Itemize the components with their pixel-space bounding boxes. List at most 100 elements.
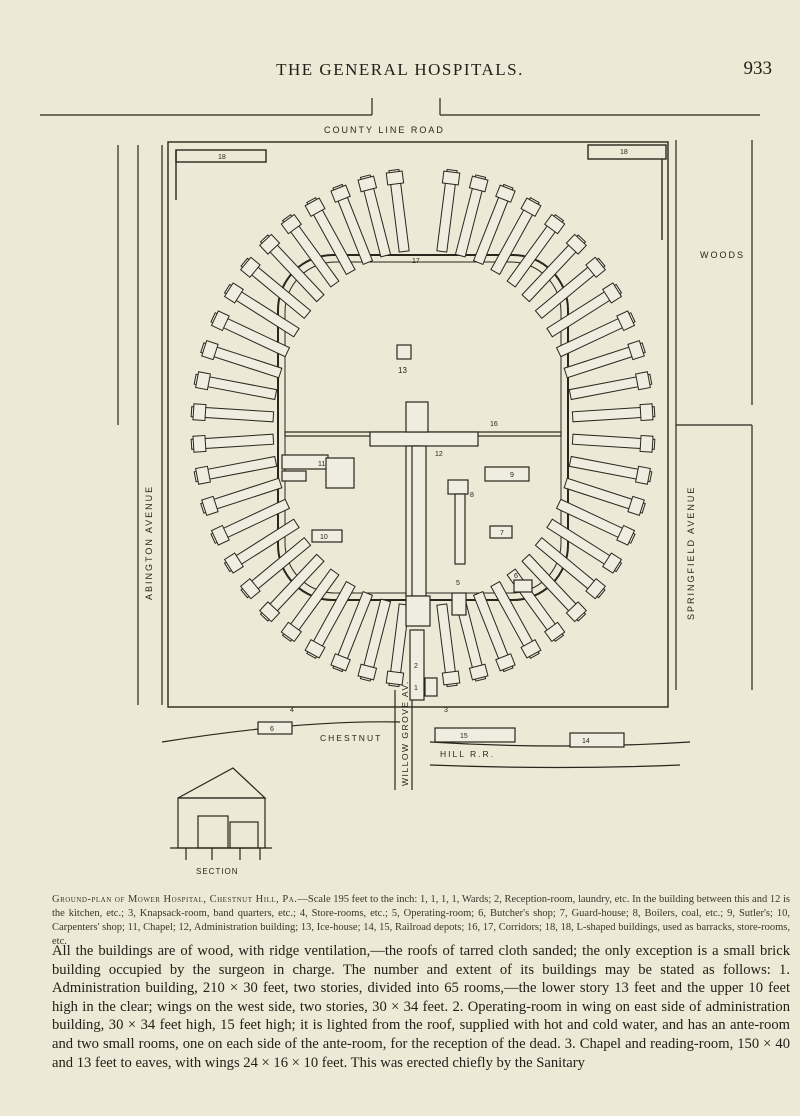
num-1: 1 [414, 685, 418, 692]
ward-end-block [223, 552, 244, 574]
num-4: 4 [290, 707, 294, 714]
ward-building [571, 433, 656, 450]
ward-building [210, 312, 291, 358]
ward-end-block [223, 282, 244, 304]
num-5: 5 [456, 580, 460, 587]
num-12: 12 [435, 451, 443, 458]
ward-end-block [258, 233, 281, 255]
num-7: 7 [500, 530, 504, 537]
ward-building [534, 536, 606, 599]
ward-end-block [639, 434, 654, 453]
chestnut-hill-rr-label: CHESTNUT [320, 733, 382, 743]
ward-building [388, 603, 410, 688]
ward-end-block [468, 663, 489, 681]
ward-building [190, 433, 275, 450]
ward-building [223, 283, 300, 338]
section-drawing [170, 767, 272, 860]
ward-end-block [602, 282, 623, 304]
ward-end-block [330, 184, 351, 203]
ward-end-block [280, 213, 303, 235]
ward-end-block [385, 670, 405, 686]
ward-building [240, 536, 312, 599]
ward-building [506, 214, 565, 288]
ward-end-block [543, 621, 566, 643]
num-15: 15 [460, 733, 468, 740]
ward-building [200, 342, 283, 379]
ward-building [281, 568, 340, 642]
ward-end-block [639, 403, 654, 422]
caption-lead: Ground-plan of Mower Hospital, Chestnut … [52, 894, 298, 905]
ward-building [568, 373, 653, 401]
ward-end-block [239, 577, 261, 600]
ward-building [490, 580, 540, 659]
ward-building [521, 553, 587, 622]
ward-end-block [616, 524, 636, 546]
ward-end-block [258, 601, 281, 623]
ward-end-block [543, 213, 566, 235]
willow-grove-av-label: WILLOW GROVE AV. [400, 680, 410, 786]
ward-building [332, 591, 374, 673]
caption-text: —Scale 195 feet to the inch: 1, 1, 1, 1,… [52, 894, 790, 947]
ward-building [190, 406, 275, 423]
num-9: 9 [510, 472, 514, 479]
county-line-road-label: COUNTY LINE ROAD [324, 125, 445, 135]
ward-end-block [585, 577, 607, 600]
ward-building [259, 234, 325, 303]
num-10: 10 [320, 534, 328, 541]
ward-end-block [602, 552, 623, 574]
ward-building [563, 477, 646, 514]
ward-building [454, 174, 487, 258]
ward-building [555, 312, 636, 358]
ward-end-block [304, 197, 326, 217]
ward-end-block [565, 233, 588, 255]
hospital-ground-plan: COUNTY LINE ROAD ABINGTON AVENUE SPRINGF… [40, 98, 760, 876]
ward-building [281, 214, 340, 288]
running-title: THE GENERAL HOSPITALS. [276, 60, 524, 79]
ward-end-block [635, 371, 651, 391]
ward-building [223, 518, 300, 573]
num-8: 8 [470, 492, 474, 499]
ward-end-block [565, 601, 588, 623]
ward-end-block [195, 465, 211, 485]
ward-end-block [616, 310, 636, 332]
ward-end-block [520, 197, 542, 217]
ward-end-block [210, 524, 230, 546]
ward-building [546, 283, 623, 338]
num-6b: 6 [270, 726, 274, 733]
ward-end-block [201, 340, 219, 361]
ward-end-block [304, 639, 326, 659]
ward-end-block [585, 256, 607, 279]
figure-caption: Ground-plan of Mower Hospital, Chestnut … [52, 893, 790, 949]
ward-building [568, 455, 653, 483]
num-17: 17 [412, 258, 420, 265]
ward-building [472, 183, 514, 265]
ward-building [332, 183, 374, 265]
ward-end-block [192, 403, 207, 422]
ward-end-block [627, 340, 645, 361]
ward-building [436, 168, 458, 253]
ward-end-block [239, 256, 261, 279]
num-2: 2 [414, 663, 418, 670]
ward-building [555, 498, 636, 544]
ward-building [472, 591, 514, 673]
num-3: 3 [444, 707, 448, 714]
ward-building [388, 168, 410, 253]
ward-end-block [468, 175, 489, 193]
ward-end-block [627, 495, 645, 516]
ward-building [210, 498, 291, 544]
num-18-right: 18 [620, 149, 628, 156]
num-13: 13 [398, 366, 407, 375]
ward-building [359, 598, 392, 682]
ward-end-block [495, 184, 516, 203]
ward-building [436, 603, 458, 688]
ward-end-block [192, 434, 207, 453]
ward-building [259, 553, 325, 622]
woods-label: WOODS [700, 250, 745, 260]
ward-end-block [280, 621, 303, 643]
ward-end-block [385, 170, 405, 186]
num-18-left: 18 [218, 154, 226, 161]
ward-end-block [201, 495, 219, 516]
abington-avenue-label: ABINGTON AVENUE [144, 485, 154, 600]
ward-end-block [357, 175, 378, 193]
ward-building [200, 477, 283, 514]
